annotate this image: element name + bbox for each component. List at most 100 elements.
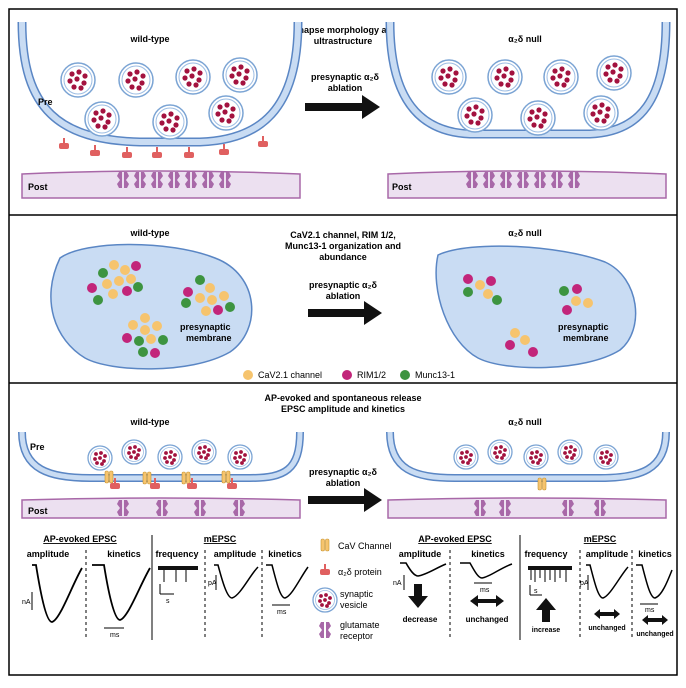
a2d-protein-icon [122, 147, 132, 158]
legend-cav-channel: CaV Channel [338, 541, 392, 551]
vesicle [175, 59, 211, 95]
panel3-wt-label: wild-type [129, 417, 169, 427]
panel3-post-label: Post [28, 506, 48, 516]
vesicle [60, 62, 96, 98]
panel2-membrane-right-1: presynaptic [558, 322, 609, 332]
panel1-wt-label: wild-type [129, 34, 169, 44]
null-amplitude2-label: amplitude [586, 549, 629, 559]
panel-1: synapse morphology and ultrastructure wi… [17, 21, 671, 199]
wt-ms-label: ms [110, 632, 120, 639]
panel1-title-line1: synapse morphology and [288, 25, 397, 35]
legend-rim-label: RIM1/2 [357, 370, 386, 380]
legend-receptor-1: glutamate [340, 620, 380, 630]
a2d-protein-icon [219, 144, 229, 155]
null-unchanged-label: unchanged [466, 615, 509, 624]
wt-ap-header: AP-evoked EPSC [43, 534, 117, 544]
vesicle [208, 95, 244, 131]
panel3-arrow-line2: ablation [326, 478, 361, 488]
null-kinetics-label: kinetics [471, 549, 505, 559]
synaptic-vesicle-icon [312, 587, 338, 613]
panel2-arrow-line2: ablation [326, 291, 361, 301]
null-unchanged-small-2: unchanged [636, 631, 673, 638]
legend-cav-label: CaV2.1 channel [258, 370, 322, 380]
panel2-title-line3: abundance [319, 252, 367, 262]
panel3-title-line2: EPSC amplitude and kinetics [281, 404, 405, 414]
null-amplitude-label: amplitude [399, 549, 442, 559]
cav-channel-icon [320, 538, 330, 552]
outer-frame [8, 8, 678, 676]
wt-amplitude2-label: amplitude [214, 549, 257, 559]
null-increase-label: increase [532, 627, 561, 634]
a2d-protein-icon [152, 147, 162, 158]
wt-ms2-label: ms [277, 609, 287, 616]
panel2-membrane-left-2: membrane [186, 333, 232, 343]
panel1-post-right: Post [392, 182, 412, 192]
null-decrease-label: decrease [403, 615, 438, 624]
panel1-post-left: Post [28, 182, 48, 192]
a2d-protein-icon [90, 145, 100, 156]
vesicle [152, 104, 188, 140]
panel-2: CaV2.1 channel, RIM 1/2, Munc13-1 organi… [50, 228, 637, 380]
ablation-arrow-icon [308, 488, 382, 512]
legend-munc-swatch [400, 370, 410, 380]
panel1-arrow-line1: presynaptic α₂δ [311, 72, 380, 82]
null-ms2-label: ms [645, 607, 655, 614]
wt-frequency-label: frequency [155, 549, 198, 559]
panel2-title-line1: CaV2.1 channel, RIM 1/2, [290, 230, 396, 240]
legend-a2d-protein: α₂δ protein [338, 567, 382, 577]
wt-amplitude-label: amplitude [27, 549, 70, 559]
null-na-label: nA [393, 580, 402, 587]
null-ms-label: ms [480, 587, 490, 594]
panel2-null-label: α₂δ null [508, 228, 542, 238]
panel2-membrane-left-1: presynaptic [180, 322, 231, 332]
panel-3: AP-evoked and spontaneous release EPSC a… [18, 393, 674, 641]
wt-pa-label: pA [208, 580, 217, 587]
null-pa-label: pA [580, 580, 589, 587]
legend-vesicle-1: synaptic [340, 589, 374, 599]
null-ap-header: AP-evoked EPSC [418, 534, 492, 544]
null-unchanged-small-1: unchanged [588, 625, 625, 632]
legend-receptor-2: receptor [340, 631, 373, 641]
wt-kinetics-label: kinetics [107, 549, 141, 559]
wt-mepsc-header: mEPSC [204, 534, 237, 544]
null-membrane-blob [435, 245, 637, 369]
legend-cav-swatch [243, 370, 253, 380]
null-s-label: s [534, 588, 538, 595]
panel3-null-label: α₂δ null [508, 417, 542, 427]
decrease-arrow-icon [408, 584, 428, 608]
vesicle [222, 57, 258, 93]
legend-munc-label: Munc13-1 [415, 370, 455, 380]
null-frequency-label: frequency [524, 549, 567, 559]
panel2-membrane-right-2: membrane [563, 333, 609, 343]
null-mepsc-header: mEPSC [584, 534, 617, 544]
legend-vesicle-2: vesicle [340, 600, 368, 610]
legend-rim-swatch [342, 370, 352, 380]
panel2-title-line2: Munc13-1 organization and [285, 241, 401, 251]
panel1-title-line2: ultrastructure [314, 36, 373, 46]
a2d-protein-icon [258, 136, 268, 147]
panel1-arrow-line2: ablation [328, 83, 363, 93]
ablation-arrow-icon [308, 301, 382, 325]
panel2-wt-label: wild-type [129, 228, 169, 238]
panel1-pre-label: Pre [38, 97, 53, 107]
wt-s-label: s [166, 598, 170, 605]
glutamate-receptor-icon [319, 622, 331, 638]
panel2-arrow-line1: presynaptic α₂δ [309, 280, 378, 290]
panel3-pre-label: Pre [30, 442, 45, 452]
vesicle [118, 62, 154, 98]
null-kinetics2-label: kinetics [638, 549, 672, 559]
a2d-protein-icon [59, 138, 69, 149]
panel1-null-label: α₂δ null [508, 34, 542, 44]
vesicle [84, 101, 120, 137]
wt-na-label: nA [22, 599, 31, 606]
wt-kinetics2-label: kinetics [268, 549, 302, 559]
unchanged-arrow-icon [642, 615, 668, 625]
panel3-title-line1: AP-evoked and spontaneous release [264, 393, 421, 403]
unchanged-arrow-icon [470, 595, 504, 607]
ablation-arrow-icon [305, 95, 380, 119]
unchanged-arrow-icon [594, 609, 620, 619]
increase-arrow-icon [536, 598, 556, 622]
a2d-protein-icon [184, 147, 194, 158]
panel3-arrow-line1: presynaptic α₂δ [309, 467, 378, 477]
